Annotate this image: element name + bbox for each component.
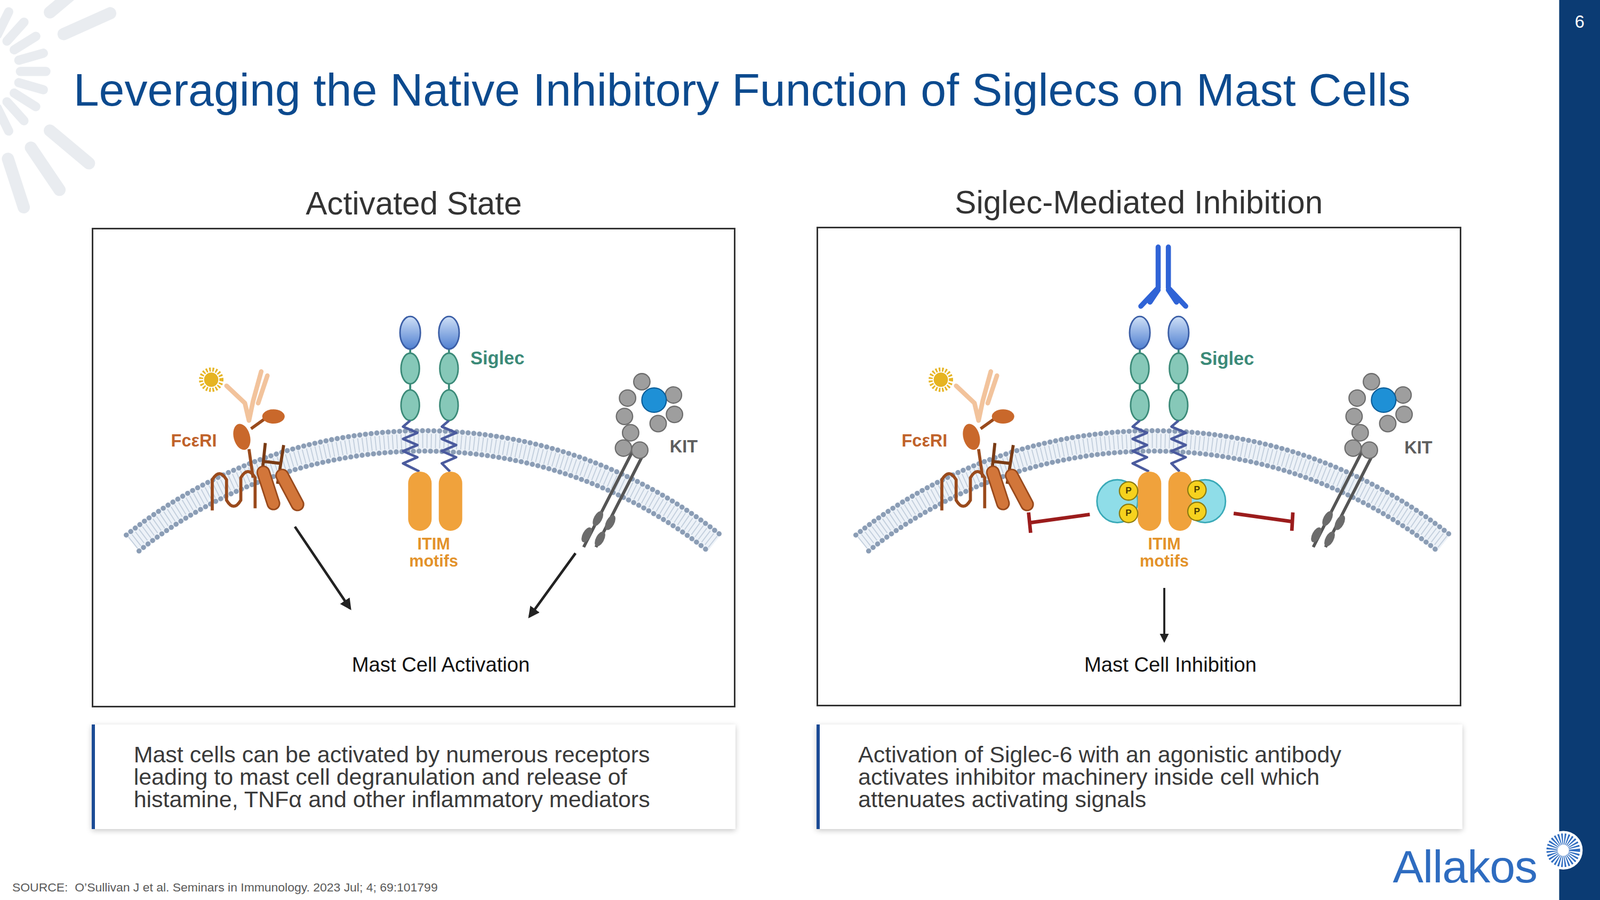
decorative-rays <box>8 158 24 208</box>
phospho-label: P <box>1194 484 1200 495</box>
decorative-rays <box>14 36 37 50</box>
source-note: SOURCE: O’Sullivan J et al. Seminars in … <box>12 879 438 894</box>
phospho-site <box>1119 480 1207 523</box>
panel-heading: Siglec-Mediated Inhibition <box>818 184 1460 221</box>
decorative-rays <box>18 53 44 61</box>
phospho-site <box>1187 501 1206 520</box>
receptor-label: KIT <box>1404 437 1432 458</box>
receptor-label: FcεRI <box>171 430 218 451</box>
diagram-panel: Activated State <box>91 227 736 708</box>
outcome-label: Mast Cell Activation <box>352 652 531 677</box>
logo-emblem <box>1552 838 1575 862</box>
agonist-antibody <box>1140 246 1186 307</box>
decorative-rays <box>14 92 37 107</box>
motif-label: ITIM motifs <box>1133 534 1196 570</box>
slide-title: Leveraging the Native Inhibitory Functio… <box>73 63 1411 117</box>
decorative-rays <box>0 108 9 132</box>
inhibition-bar <box>1028 512 1294 533</box>
phospho-site <box>1119 481 1138 500</box>
diagram-panel: Siglec-Mediated Inhibition <box>816 226 1462 707</box>
logo-emblem <box>1544 830 1583 870</box>
activation-arrows <box>294 526 576 616</box>
side-bar <box>1558 0 1600 900</box>
receptor-label: FcεRI <box>901 430 948 451</box>
decorative-rays <box>50 0 90 13</box>
activation-arrows <box>294 526 350 608</box>
decorative-rays <box>6 22 24 42</box>
caption-box: Mast cells can be activated by numerous … <box>91 724 736 829</box>
panel-heading: Activated State <box>93 185 734 222</box>
outcome-label: Mast Cell Inhibition <box>1084 652 1257 677</box>
decorative-rays <box>18 82 44 90</box>
caption-text: Activation of Siglec-6 with an agonistic… <box>858 742 1411 811</box>
phospho-label: P <box>1125 507 1132 519</box>
logo-emblem <box>1544 830 1583 870</box>
phospho-label: P <box>1125 485 1132 496</box>
caption-box: Activation of Siglec-6 with an agonistic… <box>816 724 1463 829</box>
decorative-rays <box>20 66 46 76</box>
decorative-rays <box>63 13 110 35</box>
phospho-label: P <box>1194 506 1200 517</box>
page-number: 6 <box>1574 12 1585 32</box>
decorative-rays <box>30 147 60 190</box>
decorative-rays <box>6 101 24 122</box>
phospho-site <box>1119 504 1138 523</box>
phospho-site <box>1187 480 1206 499</box>
receptor-label: Siglec <box>470 347 525 370</box>
decorative-rays <box>50 130 90 164</box>
motif-label: ITIM motifs <box>403 534 465 570</box>
receptor-label: KIT <box>669 436 698 457</box>
cell-membrane-illustration <box>856 316 1451 551</box>
activation-arrows <box>529 553 576 617</box>
inhibition-bar <box>1028 512 1294 533</box>
logo-emblem <box>1558 845 1567 854</box>
caption-text: Mast cells can be activated by numerous … <box>133 742 686 811</box>
receptor-label: Siglec <box>1200 348 1254 371</box>
itim-phosphatase-cloud <box>1097 479 1139 523</box>
agonist-antibody <box>1140 246 1186 307</box>
inhibition-arrow <box>1163 587 1166 641</box>
decorative-rays <box>0 5 46 131</box>
logo-wordmark: Allakos <box>1393 840 1538 893</box>
cell-membrane-illustration <box>126 316 721 551</box>
decorative-rays <box>0 11 9 35</box>
